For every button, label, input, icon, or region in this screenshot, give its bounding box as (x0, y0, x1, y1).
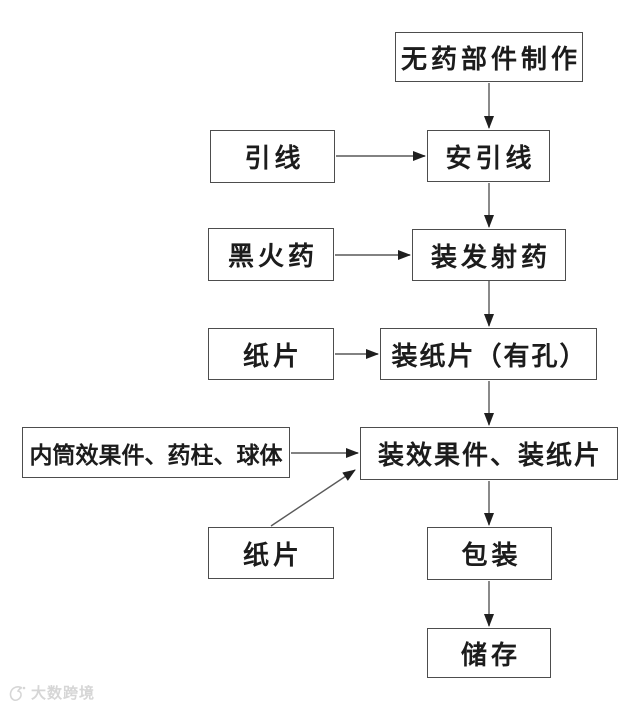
flow-node-paper-piece-1: 纸片 (208, 328, 334, 380)
flow-node-install-effect-parts-and-paper: 装效果件、装纸片 (360, 427, 618, 480)
flow-node-inert-parts-production: 无药部件制作 (395, 32, 583, 82)
flow-node-black-powder: 黑火药 (208, 228, 334, 281)
flow-node-inner-tube-effect-parts: 内筒效果件、药柱、球体 (22, 427, 290, 478)
flow-node-paper-piece-2: 纸片 (208, 527, 334, 579)
flow-node-packaging: 包装 (427, 527, 552, 580)
flow-node-fuse: 引线 (210, 130, 335, 183)
watermark-logo-icon (8, 683, 28, 703)
flow-node-install-fuse: 安引线 (427, 130, 550, 182)
arrow-paper2-to-insteffect (270, 469, 356, 527)
flow-node-storage: 储存 (427, 628, 551, 678)
watermark: 大数跨境 (8, 682, 95, 703)
flow-node-load-propellant: 装发射药 (412, 229, 566, 281)
watermark-text: 大数跨境 (31, 685, 96, 702)
flow-node-install-paper-with-holes: 装纸片（有孔） (380, 328, 597, 380)
